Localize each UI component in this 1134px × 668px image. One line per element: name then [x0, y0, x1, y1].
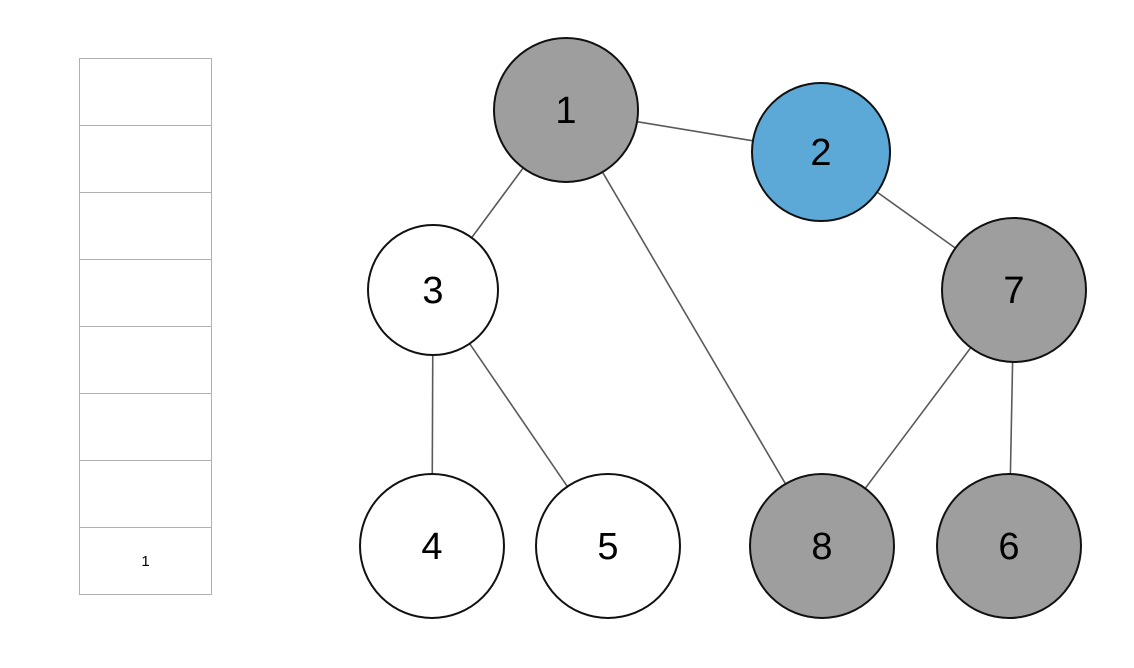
- graph-edge: [601, 171, 787, 485]
- graph-edges-layer: [431, 120, 1014, 489]
- graph-node-circle[interactable]: [535, 473, 681, 619]
- graph-node-circle[interactable]: [493, 37, 639, 183]
- graph-node-circle[interactable]: [751, 82, 891, 222]
- stack-cell[interactable]: [80, 327, 211, 394]
- stack-cell[interactable]: [80, 461, 211, 528]
- graph-node-circle[interactable]: [749, 473, 895, 619]
- stack-cell[interactable]: [80, 394, 211, 461]
- graph-node[interactable]: 4: [359, 473, 505, 619]
- stack-cell[interactable]: [80, 193, 211, 260]
- graph-node[interactable]: 5: [535, 473, 681, 619]
- stack-cell[interactable]: [80, 126, 211, 193]
- graph-node-circle[interactable]: [359, 473, 505, 619]
- graph-node-circle[interactable]: [367, 224, 499, 356]
- stack-panel: 1: [79, 58, 212, 595]
- graph-node[interactable]: 7: [941, 217, 1087, 363]
- graph-node[interactable]: 3: [367, 224, 499, 356]
- graph-node-circle[interactable]: [936, 473, 1082, 619]
- graph-edge: [469, 343, 569, 488]
- graph-node[interactable]: 8: [749, 473, 895, 619]
- graph-node[interactable]: 2: [751, 82, 891, 222]
- stack-cell[interactable]: [80, 260, 211, 327]
- stack-cell[interactable]: [80, 59, 211, 126]
- graph-node-circle[interactable]: [941, 217, 1087, 363]
- graph-node[interactable]: 1: [493, 37, 639, 183]
- graph-edge: [864, 347, 972, 489]
- graph-edge: [470, 167, 524, 239]
- graph-edge: [636, 120, 754, 142]
- stack-cell[interactable]: 1: [80, 528, 211, 594]
- graph-node[interactable]: 6: [936, 473, 1082, 619]
- graph-edge: [1009, 361, 1014, 475]
- graph-edge: [876, 191, 956, 249]
